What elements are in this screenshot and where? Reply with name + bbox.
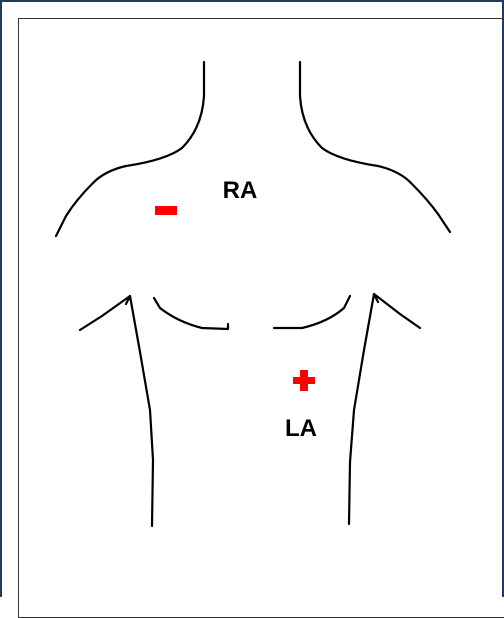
left-neck-shoulder-line	[56, 62, 204, 236]
torso-outline	[56, 62, 450, 526]
right-armpit-line	[374, 294, 420, 328]
la-label: LA	[285, 415, 317, 442]
la-positive-marker	[293, 370, 315, 391]
ra-label: RA	[223, 177, 258, 204]
electrode-placement-diagram: RA LA	[0, 0, 504, 597]
right-torso-side-line	[349, 294, 374, 524]
left-armpit-line	[80, 296, 130, 330]
electrode-ra: RA	[155, 177, 257, 215]
ra-negative-marker	[155, 206, 177, 215]
right-neck-shoulder-line	[300, 62, 450, 232]
left-chest-curve	[154, 298, 228, 329]
right-chest-curve	[274, 296, 350, 328]
left-torso-side-line	[130, 296, 153, 526]
electrode-la: LA	[285, 370, 317, 442]
